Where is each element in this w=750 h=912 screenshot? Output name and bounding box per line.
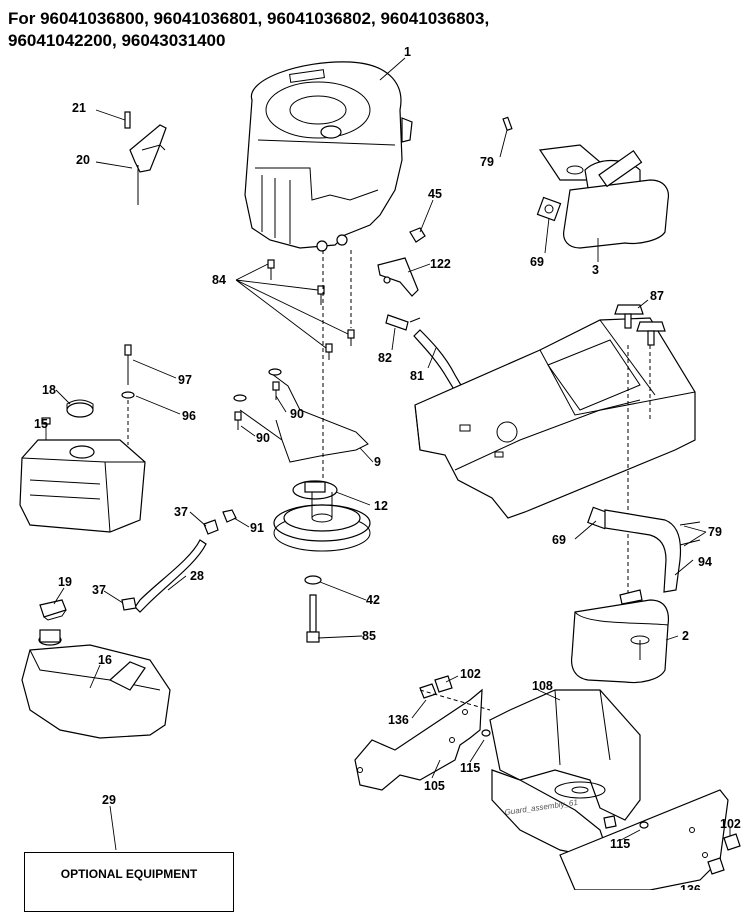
callout-79-upper: 79: [480, 155, 494, 169]
optional-equipment-box: OPTIONAL EQUIPMENT: [24, 852, 234, 912]
title-line-2: 96041042200, 96043031400: [8, 31, 226, 50]
callout-42: 42: [366, 593, 380, 607]
callout-19: 19: [58, 575, 72, 589]
fuel-tank-part: [19, 344, 146, 533]
frame-part: [414, 317, 696, 610]
callout-136: 136: [388, 713, 409, 727]
bolts-84-part: [267, 250, 355, 480]
callout-15: 15: [34, 417, 48, 431]
callout-97: 97: [178, 373, 192, 387]
callout-96: 96: [182, 409, 196, 423]
callout-82: 82: [378, 351, 392, 365]
callout-115-lower: 115: [610, 837, 630, 851]
callout-102-lower: 102: [720, 817, 741, 831]
callout-85: 85: [362, 629, 376, 643]
callout-102-upper: 102: [460, 667, 481, 681]
muffler-lower-part: [570, 506, 701, 684]
optional-tank-part: [21, 599, 171, 739]
callout-90-upper: 90: [290, 407, 304, 421]
callout-1: 1: [404, 45, 411, 59]
callout-105: 105: [424, 779, 445, 793]
optional-equipment-label: OPTIONAL EQUIPMENT: [60, 867, 198, 881]
callout-37-upper: 37: [174, 505, 188, 519]
callout-21: 21: [72, 101, 86, 115]
fuel-hose-part: [121, 509, 237, 613]
fuel-valve-part: [385, 314, 466, 397]
guard-assembly-part: [354, 675, 741, 890]
callout-94: 94: [698, 555, 712, 569]
callout-45: 45: [428, 187, 442, 201]
callout-81: 81: [410, 369, 424, 383]
callout-91: 91: [250, 521, 264, 535]
callout-18: 18: [42, 383, 56, 397]
callout-12: 12: [374, 499, 388, 513]
callout-87: 87: [650, 289, 664, 303]
knobs-87-part: [614, 304, 666, 346]
belt-guide-part: [233, 368, 369, 463]
bolt-85-part: [304, 575, 322, 643]
engine-part: [244, 61, 413, 252]
pulley-part: [273, 480, 371, 552]
callout-20: 20: [76, 153, 90, 167]
callout-37-lower: 37: [92, 583, 106, 597]
page-title: For 96041036800, 96041036801, 9604103680…: [8, 8, 489, 52]
muffler-upper-part: [502, 116, 670, 249]
callout-16: 16: [98, 653, 112, 667]
callout-3: 3: [592, 263, 599, 277]
throttle-bracket-part: [124, 111, 167, 205]
callout-108: 108: [532, 679, 553, 693]
title-line-1: For 96041036800, 96041036801, 9604103680…: [8, 9, 490, 28]
callout-9: 9: [374, 455, 381, 469]
callout-28: 28: [190, 569, 204, 583]
callout-115-upper: 115: [460, 761, 480, 775]
callout-69-lower: 69: [552, 533, 566, 547]
belt-guard-part: [377, 227, 426, 297]
callout-84: 84: [212, 273, 226, 287]
callout-69-upper: 69: [530, 255, 544, 269]
parts-diagram: 1 21 20 45 79 69 3 122 84 87 82 81 97 18…: [19, 45, 741, 890]
callout-122: 122: [430, 257, 451, 271]
callout-29: 29: [102, 793, 116, 807]
callout-136-lower: 136: [680, 883, 701, 890]
callout-2: 2: [682, 629, 689, 643]
callout-90-lower: 90: [256, 431, 270, 445]
leader-lines: [45, 57, 731, 851]
callout-79-lower: 79: [708, 525, 722, 539]
